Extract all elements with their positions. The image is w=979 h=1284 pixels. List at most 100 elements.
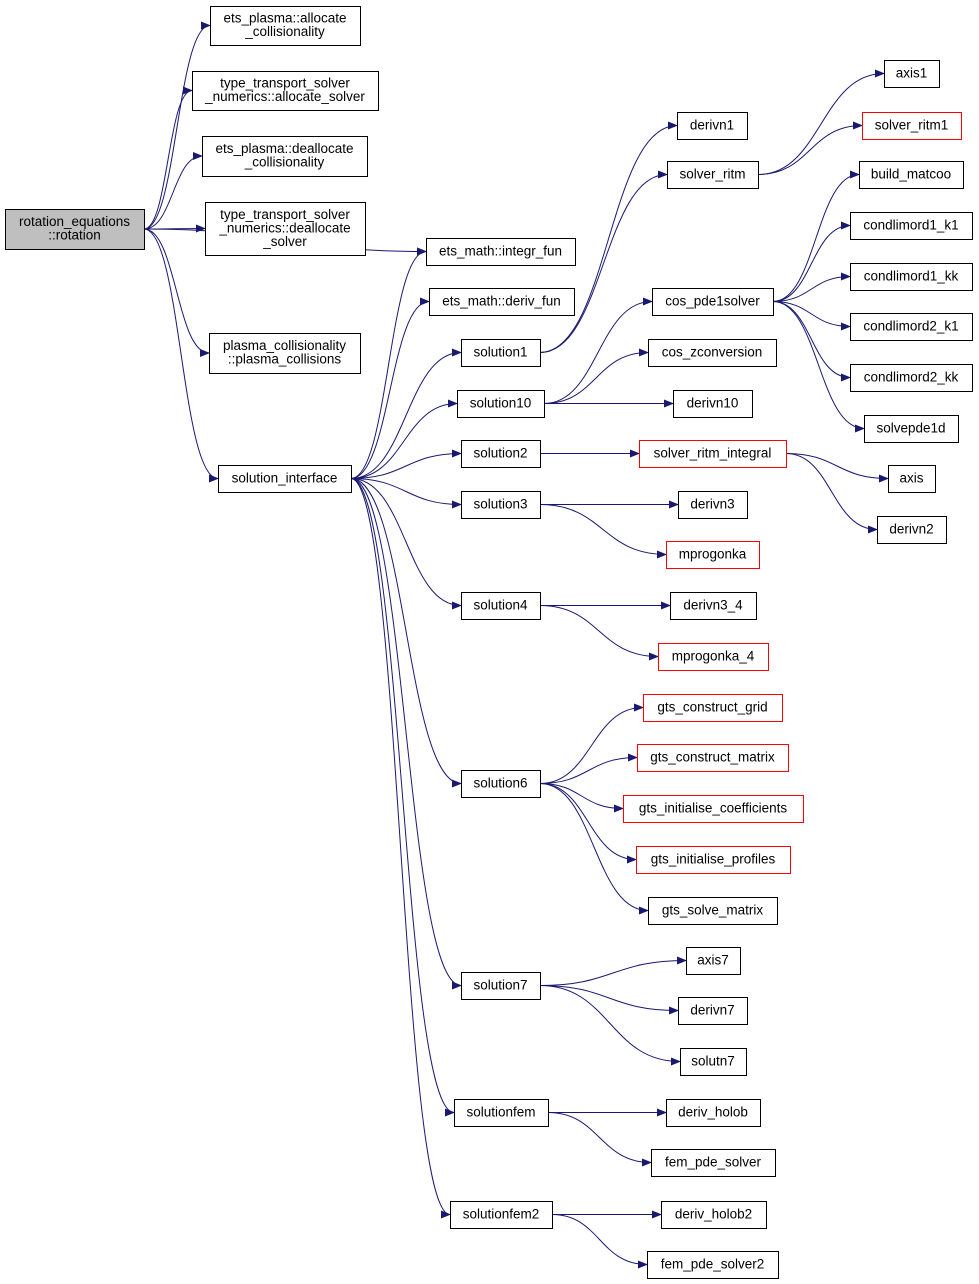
node-axis7[interactable]: axis7 (686, 947, 741, 975)
node-box (457, 390, 545, 418)
edge-rotation_equations-to-solution_interface (143, 228, 219, 483)
edge-solver_ritm-to-solver_ritm1 (757, 121, 863, 175)
node-label: type_transport_solver (220, 207, 350, 222)
node-solver_ritm1[interactable]: solver_ritm1 (862, 112, 962, 140)
node-solution3[interactable]: solution3 (461, 491, 541, 519)
node-tts_dealloc_solver[interactable]: type_transport_solver_numerics::dealloca… (205, 202, 366, 256)
node-solver_ritm_integral[interactable]: solver_ritm_integral (639, 440, 787, 468)
node-box (648, 339, 777, 367)
node-cos_zconversion[interactable]: cos_zconversion (648, 339, 777, 367)
node-solution6[interactable]: solution6 (461, 770, 541, 798)
node-axis[interactable]: axis (888, 465, 936, 493)
node-fem_pde_solver[interactable]: fem_pde_solver (651, 1149, 776, 1177)
node-box (461, 491, 541, 519)
node-label: _numerics::allocate_solver (204, 89, 365, 104)
node-solutn7[interactable]: solutn7 (680, 1048, 747, 1076)
node-mprogonka[interactable]: mprogonka (666, 541, 760, 569)
edge-cos_pde1solver-to-condlimord2_k1 (772, 301, 851, 331)
node-condlimord1_k1[interactable]: condlimord1_k1 (850, 212, 973, 240)
node-gts_construct_matrix[interactable]: gts_construct_matrix (637, 744, 789, 772)
node-box (461, 440, 541, 468)
node-gts_solve_matrix[interactable]: gts_solve_matrix (648, 897, 778, 925)
node-solution10[interactable]: solution10 (457, 390, 545, 418)
node-axis1[interactable]: axis1 (884, 60, 940, 88)
node-solver_ritm[interactable]: solver_ritm (667, 161, 759, 189)
node-box (429, 288, 575, 316)
node-derivn3[interactable]: derivn3 (678, 491, 748, 519)
node-label: ets_plasma::allocate (223, 11, 346, 26)
edge-solution6-to-gts_init_coeff (539, 783, 624, 813)
edge-solution_interface-to-solution6 (350, 478, 462, 788)
node-label: gts_initialise_profiles (651, 851, 776, 866)
node-condlimord2_kk[interactable]: condlimord2_kk (850, 364, 973, 392)
edge-cos_pde1solver-to-build_matcoo (772, 170, 860, 302)
node-label: _collisionality (244, 24, 325, 39)
node-derivn2[interactable]: derivn2 (877, 516, 947, 544)
edge-cos_pde1solver-to-condlimord2_kk (772, 301, 851, 382)
node-label: condlimord1_kk (864, 268, 959, 283)
node-deriv_holob2[interactable]: deriv_holob2 (661, 1201, 767, 1229)
node-box (864, 415, 959, 443)
node-plasma_collisions[interactable]: plasma_collisionality::plasma_collisions (209, 333, 361, 374)
node-solution7[interactable]: solution7 (461, 972, 541, 1000)
node-label: derivn2 (889, 521, 933, 536)
node-derivn1[interactable]: derivn1 (677, 112, 748, 140)
node-solution4[interactable]: solution4 (461, 592, 541, 620)
node-deriv_fun[interactable]: ets_math::deriv_fun (429, 288, 575, 316)
node-label: gts_construct_grid (657, 699, 767, 714)
node-box (637, 744, 789, 772)
node-ets_plasma_dealloc[interactable]: ets_plasma::deallocate_collisionality (202, 136, 368, 177)
node-build_matcoo[interactable]: build_matcoo (859, 161, 964, 189)
edge-solution6-to-gts_init_profiles (539, 783, 637, 864)
edge-solution10-to-cos_zconversion (543, 348, 649, 404)
node-box (647, 1251, 779, 1279)
node-label: solver_ritm (679, 166, 745, 181)
edge-solution3-to-mprogonka (539, 504, 667, 559)
node-label: ets_plasma::deallocate (215, 141, 353, 156)
edge-solution7-to-derivn7 (539, 985, 679, 1015)
node-condlimord2_k1[interactable]: condlimord2_k1 (850, 313, 973, 341)
edge-solutionfem2-to-fem_pde_solver2 (551, 1214, 648, 1269)
node-integr_fun[interactable]: ets_math::integr_fun (426, 238, 576, 266)
node-tts_alloc_solver[interactable]: type_transport_solver_numerics::allocate… (192, 71, 379, 111)
node-derivn10[interactable]: derivn10 (673, 390, 753, 418)
node-box (205, 202, 366, 256)
node-mprogonka_4[interactable]: mprogonka_4 (658, 643, 769, 671)
edge-solution6-to-gts_construct_matrix (539, 753, 638, 784)
node-cos_pde1solver[interactable]: cos_pde1solver (652, 288, 774, 316)
node-label: derivn1 (690, 117, 734, 132)
node-deriv_holob[interactable]: deriv_holob (666, 1099, 761, 1127)
edge-rotation_equations-to-plasma_collisions (143, 228, 210, 357)
node-gts_init_coeff[interactable]: gts_initialise_coefficients (623, 795, 804, 823)
node-condlimord1_kk[interactable]: condlimord1_kk (850, 263, 973, 291)
node-label: _collisionality (244, 155, 325, 170)
node-label: mprogonka_4 (672, 648, 755, 663)
node-ets_plasma_alloc[interactable]: ets_plasma::allocate_collisionality (210, 6, 361, 46)
node-solution2[interactable]: solution2 (461, 440, 541, 468)
edge-solver_ritm_integral-to-axis (785, 453, 889, 483)
edge-solution7-to-solutn7 (539, 985, 681, 1066)
node-gts_construct_grid[interactable]: gts_construct_grid (643, 694, 783, 722)
node-gts_init_profiles[interactable]: gts_initialise_profiles (636, 846, 791, 874)
node-box (639, 440, 787, 468)
node-solvepde1d[interactable]: solvepde1d (864, 415, 959, 443)
node-label: solution_interface (232, 470, 338, 485)
node-box (877, 516, 947, 544)
node-derivn7[interactable]: derivn7 (678, 997, 748, 1025)
node-solution_interface[interactable]: solution_interface (218, 465, 352, 493)
node-box (652, 288, 774, 316)
node-label: type_transport_solver (220, 76, 350, 91)
node-box (636, 846, 791, 874)
node-solutionfem[interactable]: solutionfem (454, 1099, 549, 1127)
node-label: _solver (262, 234, 307, 249)
node-solution1[interactable]: solution1 (461, 339, 541, 367)
node-box (651, 1149, 776, 1177)
edge-solution_interface-to-solution10 (350, 399, 458, 479)
node-rotation_equations[interactable]: rotation_equations::rotation (5, 209, 145, 250)
node-solutionfem2[interactable]: solutionfem2 (450, 1201, 553, 1229)
node-derivn3_4[interactable]: derivn3_4 (670, 592, 757, 620)
edge-rotation_equations-to-ets_plasma_alloc (143, 21, 211, 230)
node-box (666, 1099, 761, 1127)
node-label: solver_ritm1 (875, 117, 949, 132)
node-fem_pde_solver2[interactable]: fem_pde_solver2 (647, 1251, 779, 1279)
